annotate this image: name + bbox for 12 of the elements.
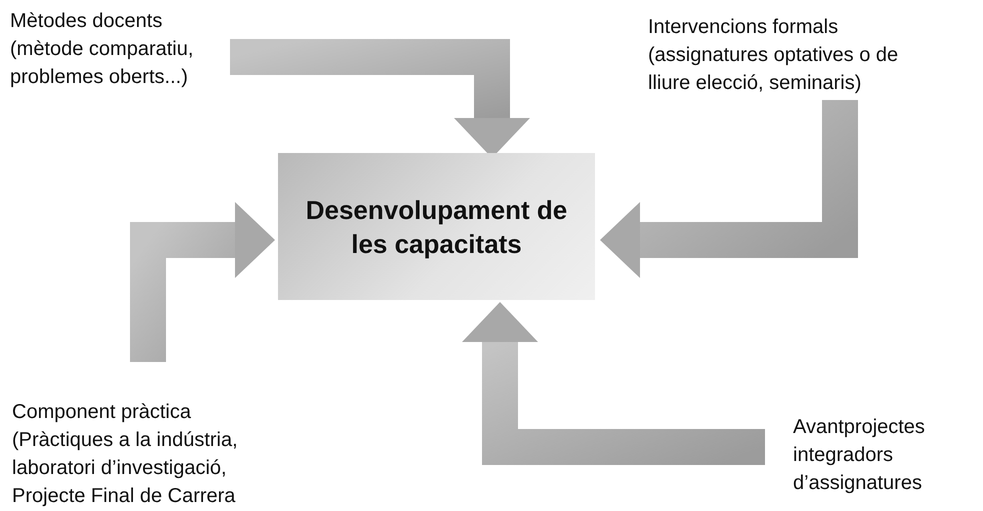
body-text: (Pràctiques a la indústria, laboratori d’investigació, Projecte Final de Carrera: [12, 428, 239, 509]
arrow: [600, 100, 858, 278]
body-text: (mètode comparatiu, problemes oberts...): [10, 37, 194, 90]
heading-text: Mètodes docents: [10, 9, 164, 34]
heading-text: Intervencions formals: [648, 15, 840, 40]
arrow: [130, 202, 275, 362]
node-label: Desenvolupament de les capacitats: [304, 194, 568, 260]
arrow: [462, 302, 765, 465]
body-text: (assignatures optatives o de lliure elecció, seminaris): [648, 43, 900, 96]
heading-text: Component pràctica: [12, 400, 192, 425]
process-box: [278, 153, 595, 300]
body-text: Avantprojectes integradors d’assignatures: [793, 415, 926, 496]
